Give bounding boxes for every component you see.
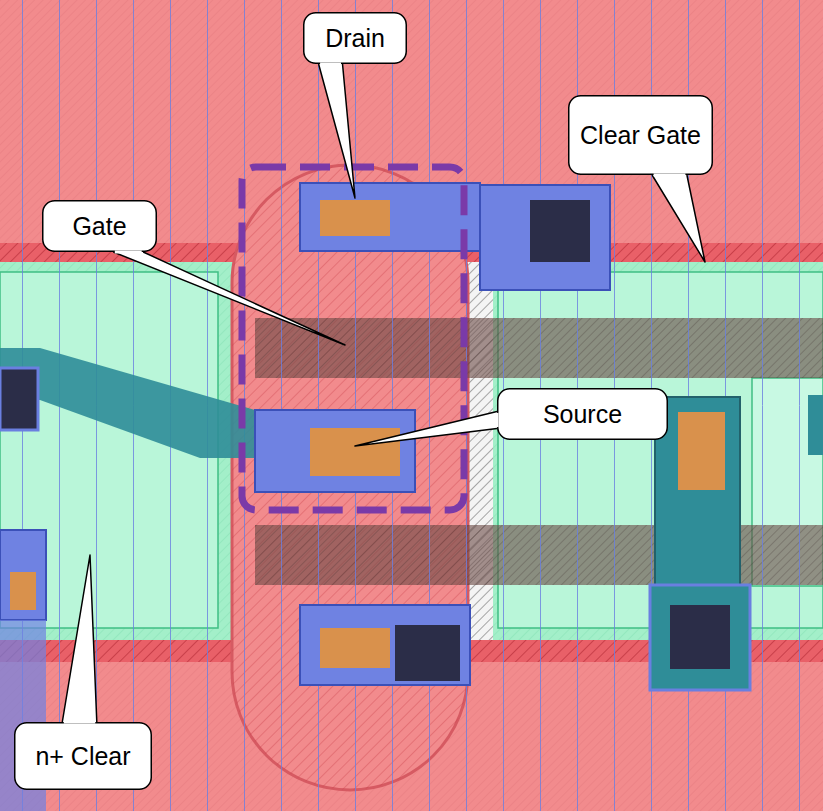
tail-join [64,721,96,724]
callout-label: n+ Clear [35,742,130,771]
callout-label: Drain [325,24,385,53]
tail-join [115,251,142,254]
bubble-body [498,389,668,440]
bubble-tail [62,555,97,722]
contact-cut [10,572,36,610]
bubble-tail [113,252,345,345]
callout-bubble: Gate [42,200,157,252]
tail-join [496,413,499,427]
contact-cut [320,200,390,236]
bubble-body [43,201,157,252]
contact-cut [678,412,725,490]
bubble-tail [355,411,497,446]
drain-contact [300,183,480,251]
cell-outline [242,167,464,510]
contact-cut [310,428,400,476]
contact-cut [320,628,390,668]
callout-bubble: Clear Gate [568,95,713,175]
callout-label: Clear Gate [580,121,701,150]
contact [650,585,750,690]
callout-bubble: Source [497,388,668,440]
bubble-tail [319,64,355,198]
tail-join [320,63,341,66]
tail-join [654,174,686,177]
callout-label: Gate [72,212,126,241]
clear-wire [808,395,823,455]
bubble-body [569,96,713,175]
drain-metal [480,185,610,290]
bubble-body [15,723,152,790]
callout-bubble: Drain [303,12,407,64]
via [530,200,590,262]
via [0,368,38,430]
bubble-body [304,13,407,64]
via [395,625,460,681]
bubble-tail [652,175,705,262]
source-contact [255,410,415,492]
source-wire [0,348,255,458]
via [670,605,730,669]
callout-label: Source [543,400,622,429]
callout-bubble: n+ Clear [14,722,152,790]
contact [300,605,470,685]
contact [0,530,46,620]
